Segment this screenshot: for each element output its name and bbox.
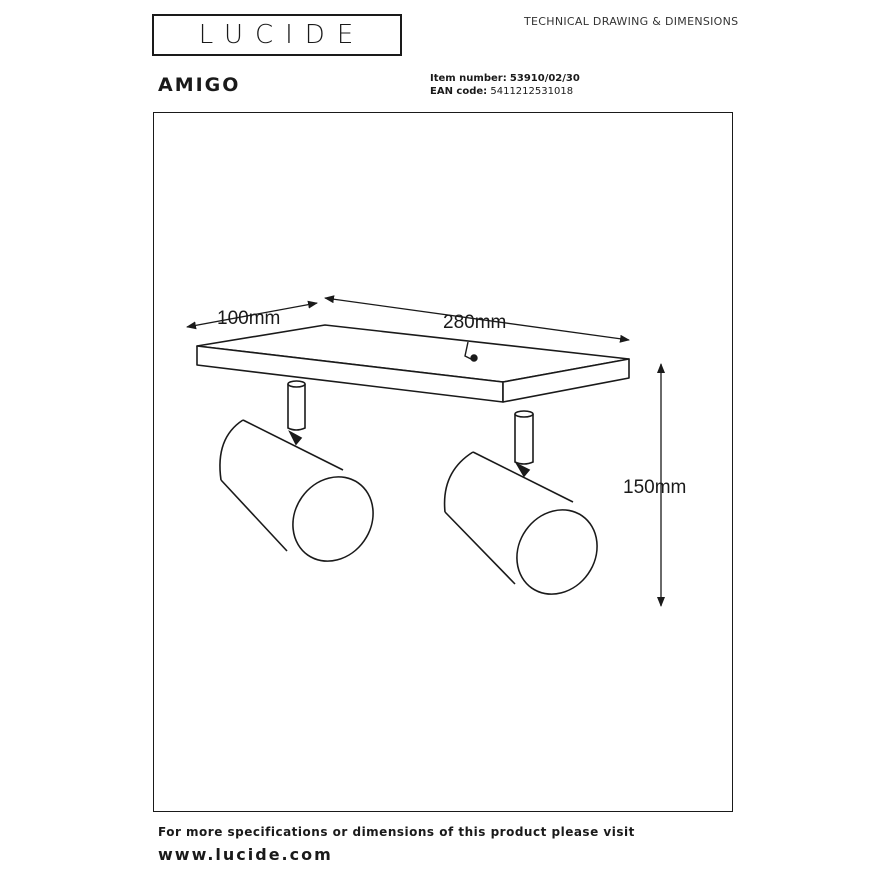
dimension-length	[324, 295, 630, 343]
ean-label: EAN code:	[430, 86, 488, 97]
item-number-value: 53910/02/30	[509, 73, 580, 84]
ean-row: EAN code: 5411212531018	[430, 85, 580, 98]
item-number-label: Item number:	[430, 73, 507, 84]
item-number-row: Item number: 53910/02/30	[430, 72, 580, 85]
dim-height-label: 150mm	[623, 477, 686, 498]
spot-left	[219, 380, 374, 562]
plate-clip	[464, 341, 478, 362]
footer-url[interactable]: www.lucide.com	[158, 845, 333, 864]
spot-right	[443, 410, 598, 595]
product-info: Item number: 53910/02/30 EAN code: 54112…	[430, 72, 580, 98]
drawing-frame	[153, 112, 733, 812]
document-title: TECHNICAL DRAWING & DIMENSIONS	[524, 15, 739, 28]
product-name: AMIGO	[158, 74, 241, 96]
footer-note: For more specifications or dimensions of…	[158, 825, 635, 839]
technical-drawing: 100mm 280mm 150mm	[186, 295, 686, 607]
dim-depth-label: 100mm	[217, 308, 280, 329]
ean-value: 5411212531018	[490, 86, 574, 97]
logo-text: LUCIDE	[198, 20, 366, 50]
dim-length-label: 280mm	[443, 312, 506, 333]
brand-logo: LUCIDE	[152, 14, 402, 56]
dimension-depth	[186, 300, 318, 330]
mounting-plate	[196, 324, 630, 403]
